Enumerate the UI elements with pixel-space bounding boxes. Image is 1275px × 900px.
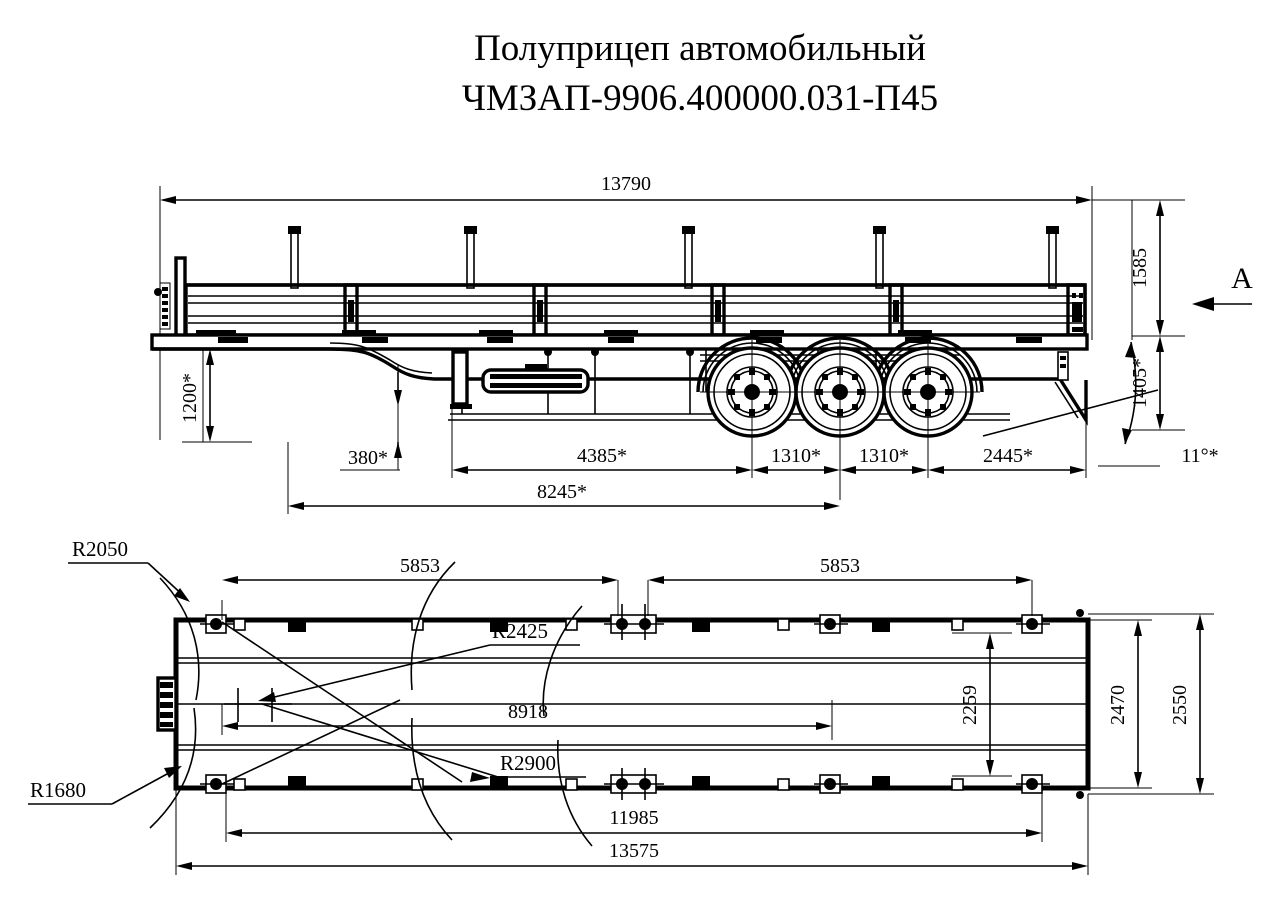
plan-view: R2050 R1680 R2425 R2900: [28, 537, 1214, 875]
dim-label-inner-width: 2259: [959, 685, 981, 725]
dim-label-deck-height: 1200*: [179, 373, 201, 423]
dim-wall-height-1585: 1585: [1129, 200, 1164, 336]
label-r1680: R1680: [28, 766, 182, 805]
section-arrow-a: A: [1192, 262, 1253, 311]
dim-label-ramp-angle: 11°*: [1181, 445, 1218, 467]
arc-mid-lower: [557, 739, 593, 847]
dim-plan-overall-length-13575: 13575: [175, 790, 1089, 875]
side-landing-legs: [450, 350, 472, 409]
dim-label-rear-overhang: 2445*: [983, 445, 1033, 467]
dim-label-half-length-rear: 5853: [820, 555, 860, 577]
dim-label-loading-height: 1405*: [1129, 358, 1151, 408]
dim-kingpin-to-axle-8245: 8245*: [287, 442, 840, 514]
label-r2900: R2900: [261, 703, 586, 782]
wheel-axle-2: [788, 340, 892, 500]
arc-r2425: [410, 561, 456, 691]
side-toolbox: [481, 364, 590, 394]
label-r2050: R2050: [68, 537, 190, 602]
dim-chain-axles: 4385* 1310* 1310* 2445*: [451, 379, 1087, 478]
plan-radius-arcs: [149, 561, 593, 847]
dim-label-overall-length: 13790: [601, 173, 651, 195]
dim-label-kingpin-offset: 380*: [348, 447, 388, 469]
dim-inner-span-8918: 8918: [221, 700, 833, 740]
radius-label-r2425: R2425: [492, 619, 548, 643]
plan-center-coupling-bottom: [604, 768, 664, 800]
dim-label-kingpin-to-axle: 8245*: [537, 481, 587, 503]
arc-mid-upper: [542, 605, 583, 717]
title-line-1: Полуприцеп автомобильный: [474, 28, 926, 69]
side-running-gear: [696, 336, 984, 500]
side-stakes: [288, 226, 1059, 289]
label-r2425: R2425: [258, 619, 580, 702]
plan-top-rail-fittings: [200, 604, 1084, 640]
dim-label-frame-width: 2470: [1107, 685, 1129, 725]
dim-deck-height-1200: 1200*: [179, 349, 252, 443]
plan-front-coupling: [156, 676, 178, 732]
title-line-2: ЧМЗАП-9906.400000.031-П45: [462, 78, 938, 119]
dim-label-overall-width: 2550: [1169, 685, 1191, 725]
plan-longitudinal-rails: [178, 657, 1086, 751]
plan-center-coupling-top: [604, 604, 664, 640]
dim-label-half-length-front: 5853: [400, 555, 440, 577]
side-panel-pillars: [343, 283, 904, 337]
radius-label-r2900: R2900: [500, 751, 556, 775]
dim-label-inner-span: 8918: [508, 701, 548, 723]
radius-label-r2050: R2050: [72, 537, 128, 561]
dim-ramp-angle-11deg: 11°*: [982, 341, 1219, 467]
dim-label-between-fittings: 11985: [609, 807, 658, 829]
dim-between-fittings-11985: 11985: [225, 790, 1043, 842]
plan-bottom-rail-fittings: [200, 768, 1084, 800]
arc-r2050: [159, 577, 200, 701]
arc-r1680: [149, 707, 197, 829]
dim-label-plan-overall-length: 13575: [609, 840, 659, 862]
section-label-a: A: [1231, 262, 1253, 295]
dim-half-lengths-5853: 5853 5853: [221, 555, 1033, 620]
arc-r2900: [410, 717, 453, 841]
wheel-axle-3: [876, 340, 980, 470]
dim-inner-width-2259: 2259: [952, 632, 1012, 777]
dim-frame-width-2470: 2470: [1088, 619, 1152, 789]
dim-overall-width-2550: 2550: [1088, 613, 1214, 795]
dim-label-front-to-axle: 4385*: [577, 445, 627, 467]
dim-overall-length-13790: 13790: [160, 173, 1092, 204]
dim-label-axle-spacing-2: 1310*: [859, 445, 909, 467]
radius-label-r1680: R1680: [30, 778, 86, 802]
dim-label-axle-spacing-1: 1310*: [771, 445, 821, 467]
plan-construction-lines: [221, 621, 463, 785]
dim-kingpin-offset-380: 380*: [340, 365, 402, 471]
dim-label-wall-height: 1585: [1129, 248, 1151, 288]
side-elevation-view: 13790: [150, 173, 1253, 514]
